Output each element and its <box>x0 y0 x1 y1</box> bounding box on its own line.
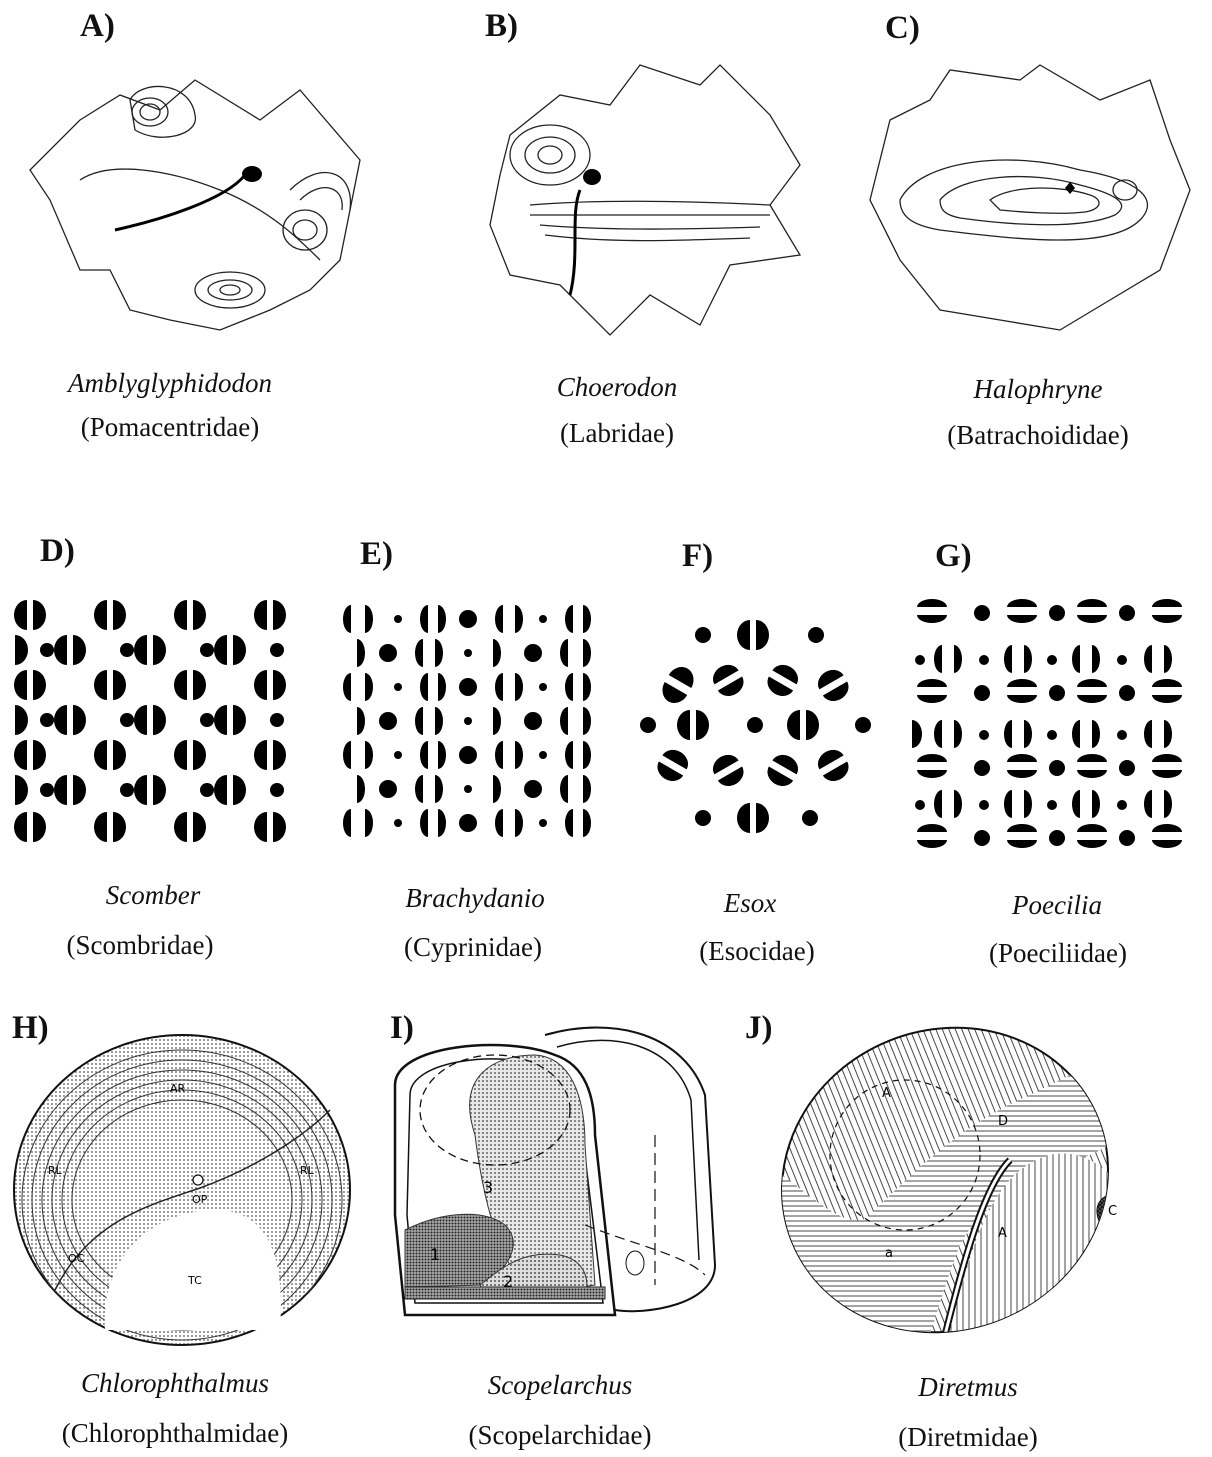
caption-genus-g: Poecilia <box>897 890 1212 921</box>
label-oc: OC <box>68 1252 85 1265</box>
optic-nerve-a <box>115 175 245 230</box>
panel-label-b: B) <box>485 10 518 43</box>
label-a-upper: A <box>882 1086 891 1101</box>
caption-family-d: (Scombridae) <box>0 930 300 961</box>
caption-genus-j: Diretmus <box>808 1372 1128 1403</box>
caption-family-i: (Scopelarchidae) <box>400 1420 720 1451</box>
caption-genus-i: Scopelarchus <box>400 1370 720 1401</box>
cone-mosaic-e <box>343 605 598 850</box>
retina-map-a <box>20 60 390 350</box>
optic-nerve-b <box>570 190 580 295</box>
label-zone-2: 2 <box>503 1272 513 1291</box>
label-a-lower: a <box>885 1246 893 1261</box>
panel-label-g: G) <box>935 540 972 573</box>
cone-mosaic-f <box>638 620 873 840</box>
caption-genus-d: Scomber <box>0 880 313 911</box>
label-a-right: A <box>998 1226 1007 1241</box>
caption-genus-f: Esox <box>590 888 910 919</box>
label-rl-right: RL <box>300 1164 315 1177</box>
caption-family-b: (Labridae) <box>457 418 777 449</box>
caption-family-f: (Esocidae) <box>597 936 917 967</box>
caption-family-a: (Pomacentridae) <box>10 412 330 443</box>
cone-mosaic-d <box>15 600 290 850</box>
mosaic-row <box>14 600 286 630</box>
caption-family-g: (Poeciliidae) <box>898 938 1212 969</box>
retina-diagram-j: A D C A a <box>770 1015 1135 1335</box>
label-zone-1: 1 <box>430 1245 440 1264</box>
retina-map-b <box>470 55 810 345</box>
label-c: C <box>1108 1204 1117 1219</box>
label-rl-left: RL <box>48 1164 63 1177</box>
panel-label-e: E) <box>360 538 393 571</box>
caption-genus-h: Chlorophthalmus <box>15 1368 335 1399</box>
caption-genus-e: Brachydanio <box>315 883 635 914</box>
caption-family-c: (Batrachoididae) <box>878 420 1198 451</box>
retina-diagram-h: AR RL RL OP OC TC <box>10 1030 355 1350</box>
caption-genus-a: Amblyglyphidodon <box>10 368 330 399</box>
label-zone-3: 3 <box>483 1178 493 1197</box>
label-tc: TC <box>187 1274 202 1287</box>
caption-family-h: (Chlorophthalmidae) <box>15 1418 335 1449</box>
retina-map-c <box>860 60 1200 340</box>
panel-label-a: A) <box>80 10 115 43</box>
caption-genus-b: Choerodon <box>457 372 777 403</box>
tubular-eye-i: 1 2 3 <box>385 1015 725 1355</box>
panel-label-d: D) <box>40 535 75 568</box>
panel-label-c: C) <box>885 12 920 45</box>
caption-family-e: (Cyprinidae) <box>313 932 633 963</box>
panel-label-j: J) <box>745 1012 773 1045</box>
label-d: D <box>998 1114 1008 1129</box>
caption-genus-c: Halophryne <box>878 374 1198 405</box>
panel-label-f: F) <box>682 540 713 573</box>
label-op: OP <box>192 1193 208 1206</box>
label-ar: AR <box>170 1082 186 1095</box>
cone-mosaic-g <box>912 605 1197 850</box>
caption-family-j: (Diretmidae) <box>808 1422 1128 1453</box>
